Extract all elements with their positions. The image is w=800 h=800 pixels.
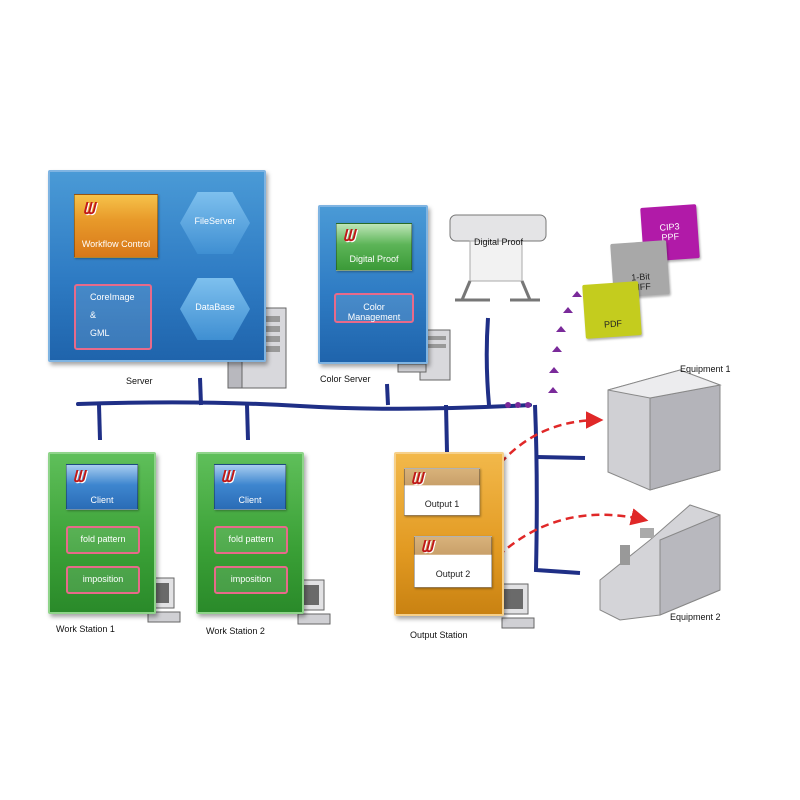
workstation-1-panel: ᗯ Client fold pattern imposition bbox=[48, 452, 156, 614]
output-station-label: Output Station bbox=[410, 630, 468, 640]
flow-arrows-to-formats bbox=[505, 291, 582, 408]
output-station-panel: ᗯ Output 1 ᗯ Output 2 bbox=[394, 452, 504, 616]
equipment-2-icon bbox=[599, 504, 721, 621]
output-2-logo-icon: ᗯ bbox=[421, 537, 432, 556]
ws1-logo-icon: ᗯ bbox=[73, 467, 84, 486]
ws2-client-card: ᗯ Client bbox=[214, 464, 286, 510]
fileserver-hex: FileServer bbox=[180, 192, 250, 254]
digital-proof-logo-icon: ᗯ bbox=[343, 226, 354, 245]
workstation-1-link bbox=[97, 404, 102, 441]
ws2-imposition-box: imposition bbox=[214, 566, 288, 594]
ws1-imposition-label: imposition bbox=[82, 574, 124, 584]
ws2-imposition-label: imposition bbox=[230, 574, 272, 584]
output-1-label: Output 1 bbox=[424, 499, 460, 509]
ws2-fold-pattern-box: fold pattern bbox=[214, 526, 288, 554]
workflow-logo-icon: ᗯ bbox=[83, 199, 94, 218]
color-management-box: Color Management bbox=[334, 293, 414, 323]
workflow-control-label: Workflow Control bbox=[81, 239, 151, 249]
database-hex: DataBase bbox=[180, 278, 250, 340]
pdf-label: PDF bbox=[603, 318, 623, 330]
digital-proof-printer-label: Digital Proof bbox=[474, 237, 524, 247]
digital-proof-card: ᗯ Digital Proof bbox=[336, 223, 412, 271]
equipment-trunk bbox=[533, 404, 581, 575]
equipment-2-label: Equipment 2 bbox=[670, 612, 721, 622]
ws1-fold-pattern-box: fold pattern bbox=[66, 526, 140, 554]
workstation-1-label: Work Station 1 bbox=[56, 624, 115, 634]
equipment-1-label: Equipment 1 bbox=[680, 364, 731, 374]
ws1-fold-pattern-label: fold pattern bbox=[80, 534, 126, 544]
output-station-link bbox=[444, 404, 449, 453]
digital-proof-link bbox=[484, 317, 491, 406]
pdf-document: PDF bbox=[582, 281, 642, 339]
workflow-control-card: ᗯ Workflow Control bbox=[74, 194, 158, 258]
workstation-2-link bbox=[245, 404, 250, 441]
arrow-to-equipment-2 bbox=[497, 508, 649, 557]
ws2-logo-icon: ᗯ bbox=[221, 467, 232, 486]
fileserver-label: FileServer bbox=[194, 216, 236, 226]
server-link bbox=[198, 377, 203, 406]
workstation-2-label: Work Station 2 bbox=[206, 626, 265, 636]
output-2-label: Output 2 bbox=[435, 569, 471, 579]
server-panel: ᗯ Workflow Control FileServer DataBase C… bbox=[48, 170, 266, 362]
digital-proof-card-label: Digital Proof bbox=[349, 254, 399, 264]
ws1-client-label: Client bbox=[90, 495, 114, 505]
color-management-label: Color Management bbox=[347, 302, 401, 322]
ampersand-label: & bbox=[90, 310, 97, 320]
ws2-client-label: Client bbox=[238, 495, 262, 505]
coreimage-label: CoreImage bbox=[90, 292, 135, 302]
coreimage-gml-box: CoreImage & GML bbox=[74, 284, 152, 350]
equipment-1-link bbox=[536, 455, 586, 460]
output-1-logo-icon: ᗯ bbox=[411, 469, 422, 488]
output-2-card: ᗯ Output 2 bbox=[414, 536, 492, 588]
equipment-1-icon bbox=[607, 369, 722, 491]
output-1-card: ᗯ Output 1 bbox=[404, 468, 480, 516]
color-server-panel: ᗯ Digital Proof Color Management bbox=[318, 205, 428, 364]
network-backbone bbox=[76, 400, 532, 411]
color-server-link bbox=[385, 383, 390, 406]
workstation-2-panel: ᗯ Client fold pattern imposition bbox=[196, 452, 304, 614]
color-server-label: Color Server bbox=[320, 374, 371, 384]
gml-label: GML bbox=[90, 328, 110, 338]
server-label: Server bbox=[126, 376, 153, 386]
database-label: DataBase bbox=[195, 302, 235, 312]
ws1-imposition-box: imposition bbox=[66, 566, 140, 594]
ws1-client-card: ᗯ Client bbox=[66, 464, 138, 510]
ws2-fold-pattern-label: fold pattern bbox=[228, 534, 274, 544]
digital-proof-printer-icon bbox=[449, 214, 547, 302]
